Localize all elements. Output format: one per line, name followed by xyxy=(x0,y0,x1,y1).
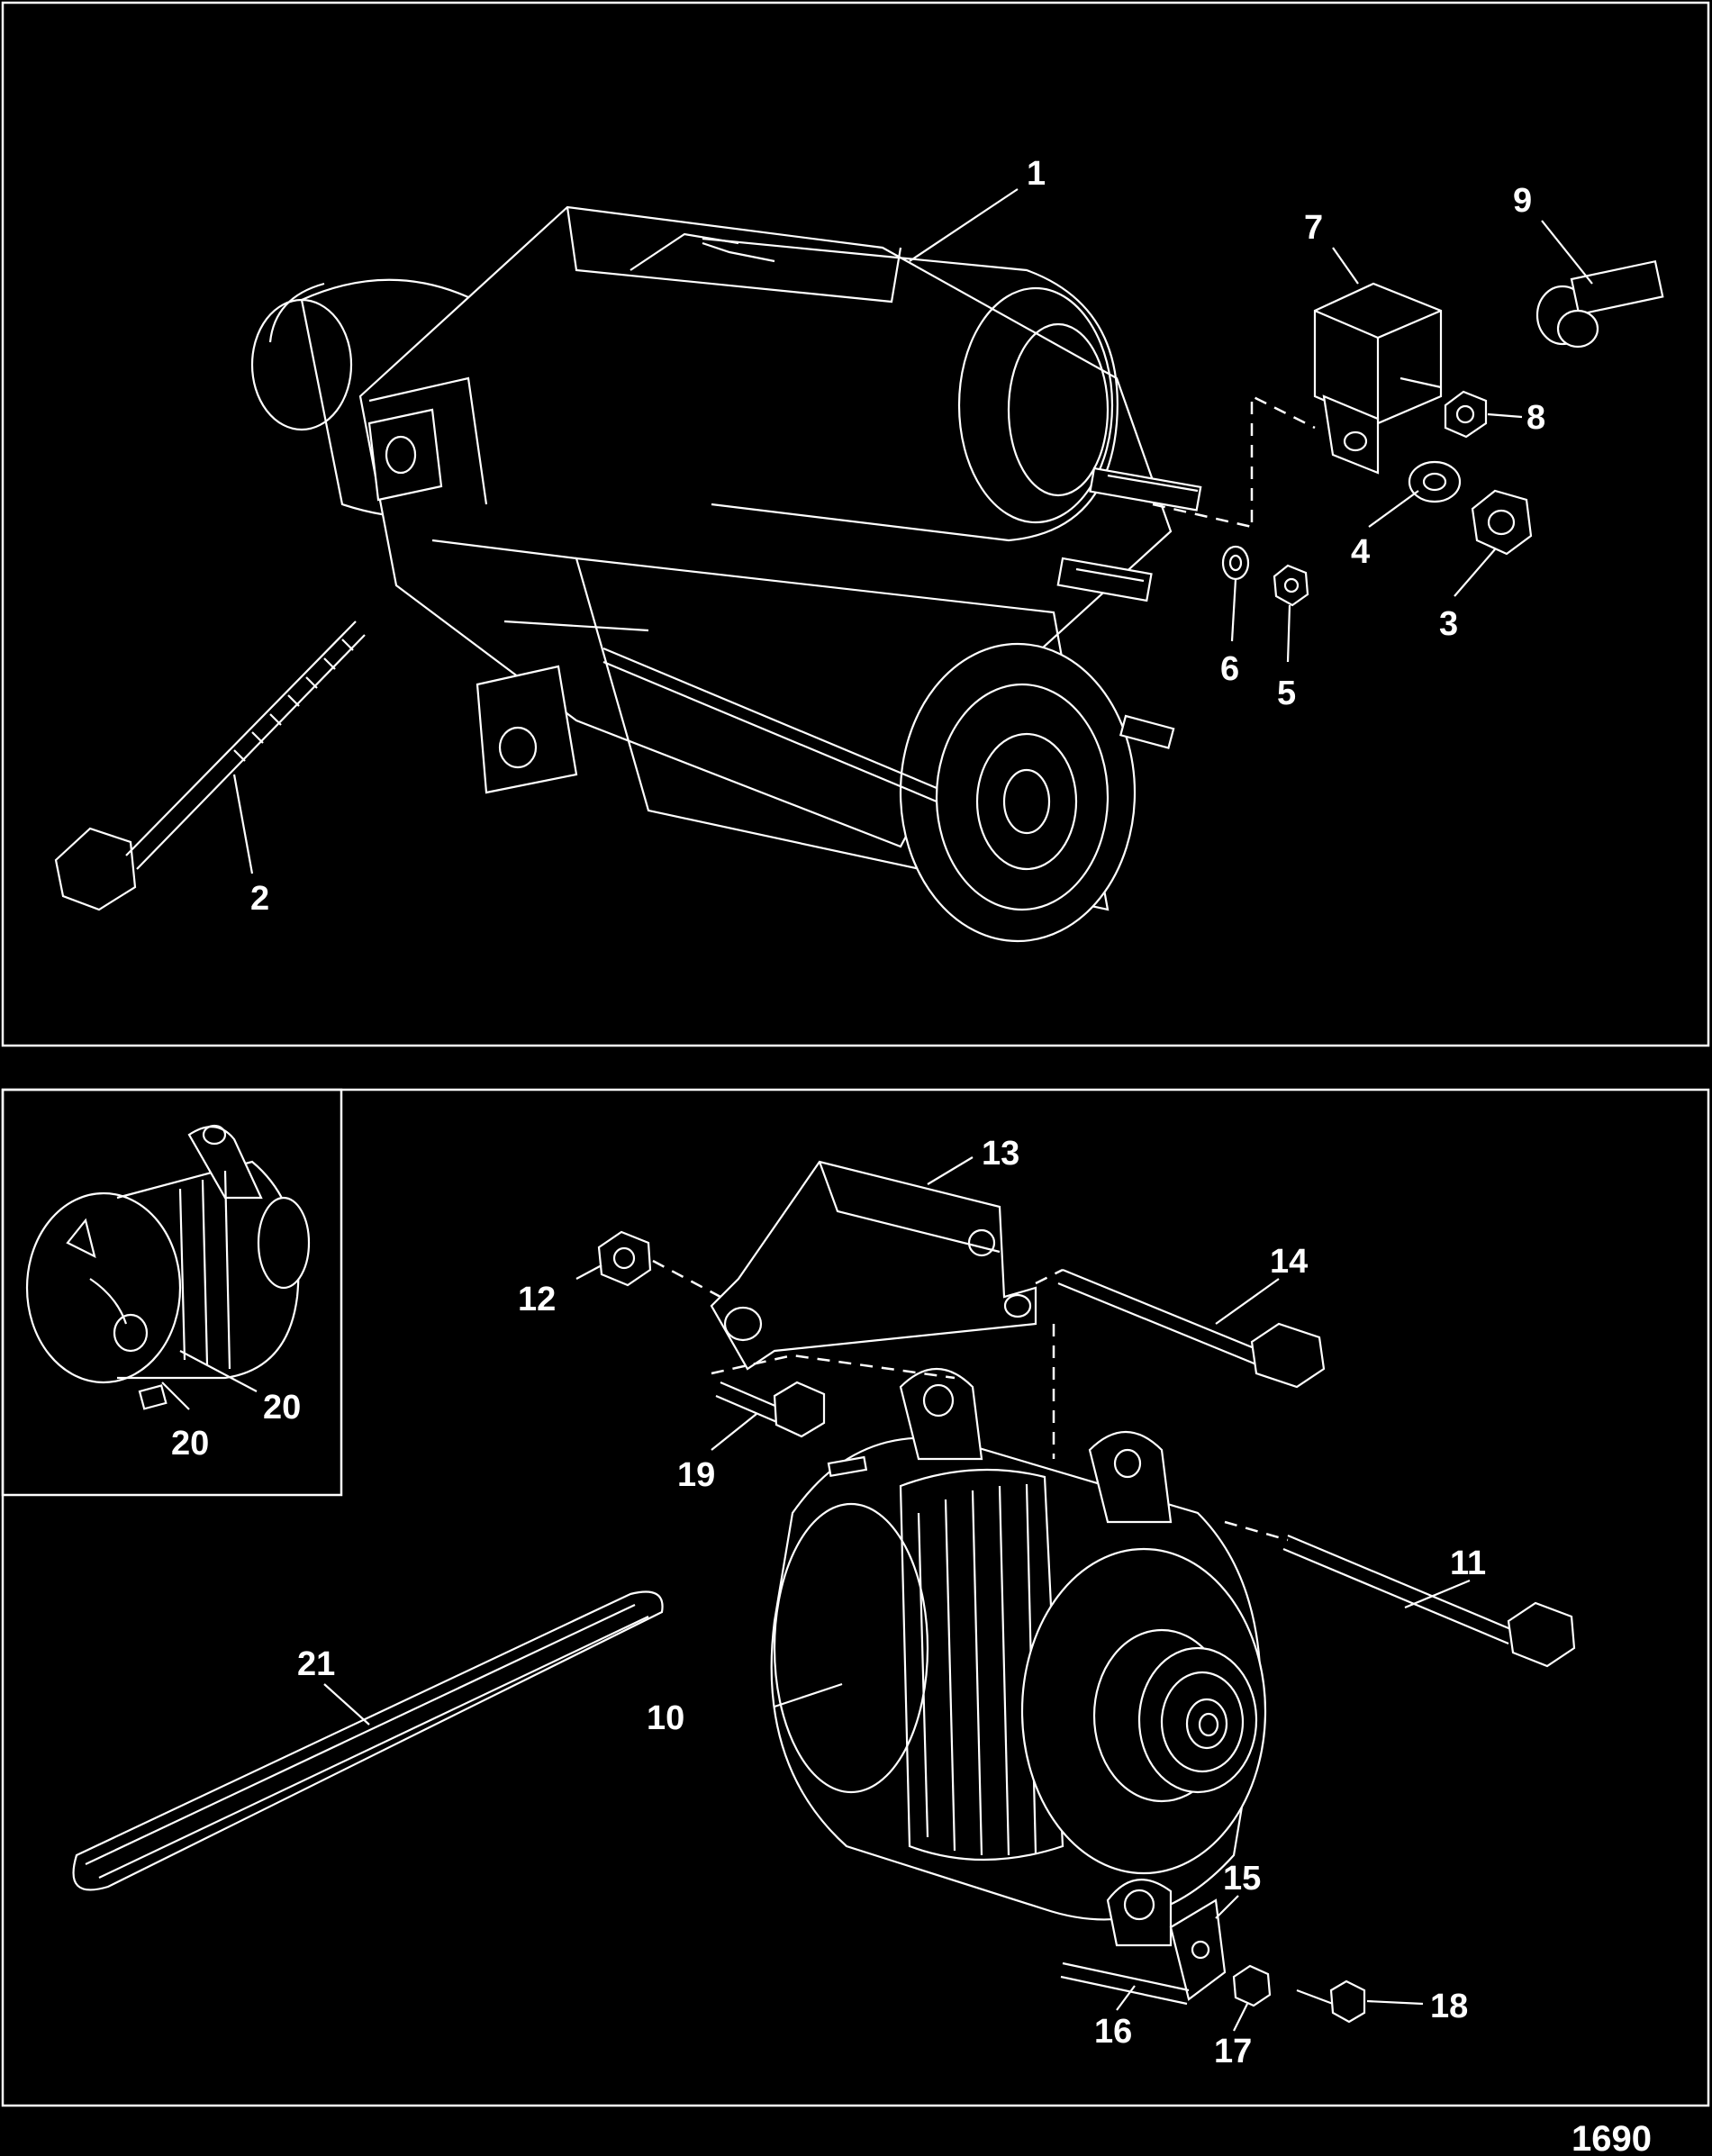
nut-17 xyxy=(1232,1964,1272,2007)
hex-nut-3 xyxy=(1471,489,1533,556)
hex-nut-8 xyxy=(1444,390,1488,439)
leader-lines xyxy=(161,188,1593,2032)
callout-17: 17 xyxy=(1214,2033,1252,2070)
circuit-breaker xyxy=(1313,282,1443,475)
callout-1: 1 xyxy=(1027,155,1046,193)
callout-11: 11 xyxy=(1450,1545,1486,1582)
screw-18 xyxy=(1296,1979,1366,2024)
callout-5: 5 xyxy=(1277,675,1296,712)
callout-20-lower: 20 xyxy=(171,1425,209,1463)
alternator-pivot-bolt-11 xyxy=(1282,1534,1576,1668)
inset-alternator-rear-view xyxy=(25,1124,311,1410)
bolt-19 xyxy=(715,1381,826,1438)
alternator-panel-frame xyxy=(1,1088,1710,2107)
callout-19: 19 xyxy=(677,1456,715,1494)
alternator xyxy=(770,1368,1267,1947)
terminal-boot xyxy=(1535,259,1664,349)
callout-18: 18 xyxy=(1430,1988,1468,2025)
bracket-bolt-14 xyxy=(1057,1268,1326,1389)
callout-12: 12 xyxy=(518,1281,556,1318)
hex-nut-5 xyxy=(1273,564,1309,607)
washer-4 xyxy=(1408,460,1462,503)
stud-16 xyxy=(1060,1961,1190,2006)
starter-motor xyxy=(250,205,1202,943)
callout-6: 6 xyxy=(1220,650,1239,688)
drive-belt xyxy=(72,1590,664,1891)
callout-7: 7 xyxy=(1304,209,1323,247)
callout-8: 8 xyxy=(1526,399,1545,437)
callout-21: 21 xyxy=(297,1645,335,1683)
inset-view-frame xyxy=(1,1088,343,1497)
callout-3: 3 xyxy=(1439,605,1458,643)
flange-nut-12 xyxy=(597,1230,652,1287)
figure-number: 1690 xyxy=(1572,2119,1652,2156)
washer-6 xyxy=(1221,545,1250,581)
callout-labels: 1 2 3 4 5 6 7 8 9 10 11 12 13 14 15 16 1… xyxy=(171,155,1652,2156)
callout-14: 14 xyxy=(1270,1243,1308,1281)
callout-10: 10 xyxy=(647,1699,684,1737)
starter-mounting-bolt xyxy=(54,621,366,911)
callout-15: 15 xyxy=(1223,1860,1261,1898)
starter-panel-frame xyxy=(1,1,1710,1047)
callout-16: 16 xyxy=(1094,2013,1132,2051)
callout-2: 2 xyxy=(250,880,269,918)
adjusting-bracket-15 xyxy=(1169,1898,1227,2001)
alternator-bracket xyxy=(710,1160,1037,1371)
callout-9: 9 xyxy=(1513,182,1532,220)
callout-20-upper: 20 xyxy=(263,1389,301,1427)
callout-4: 4 xyxy=(1351,533,1370,571)
callout-13: 13 xyxy=(982,1135,1019,1173)
